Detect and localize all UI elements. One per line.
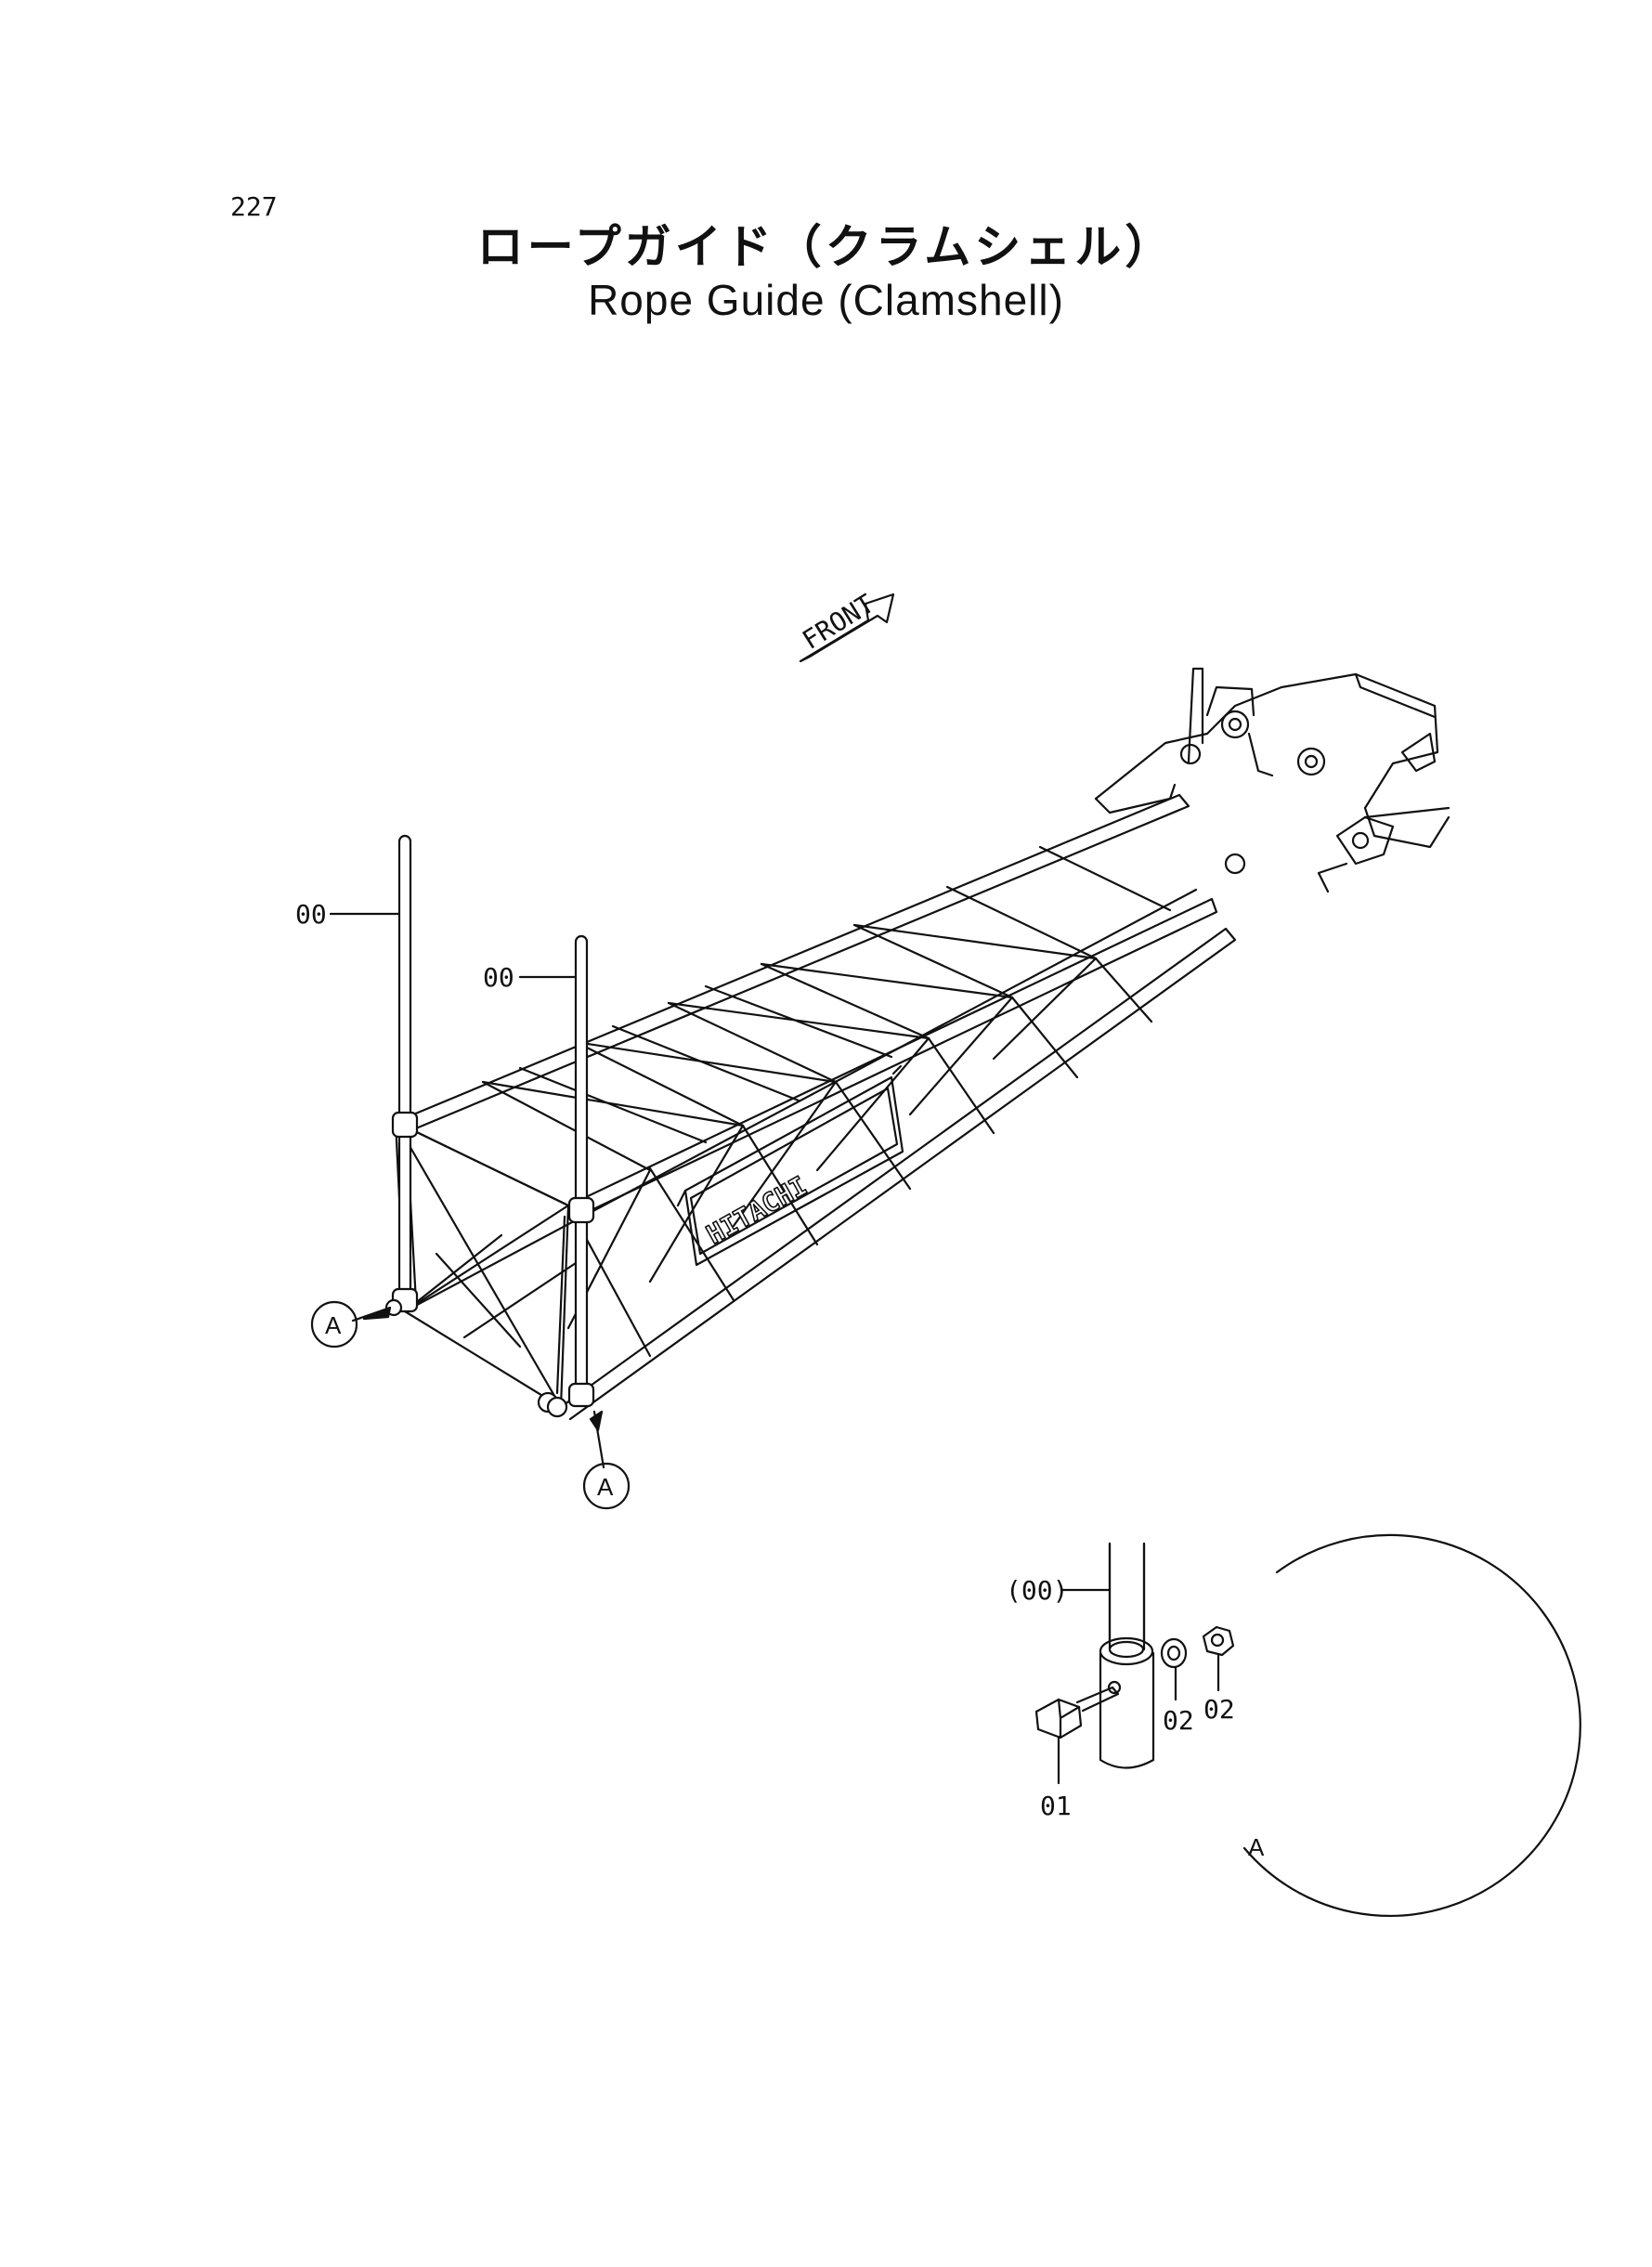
boom-foot bbox=[1094, 667, 1450, 893]
detail-washer-label: 02 bbox=[1163, 1705, 1194, 1736]
detail-a bbox=[1034, 1533, 1581, 1918]
front-arrow: FRONT bbox=[797, 588, 895, 663]
detail-ref-left: A bbox=[325, 1311, 342, 1339]
page-title-english: Rope Guide (Clamshell) bbox=[588, 276, 1064, 324]
detail-ref-circle-right bbox=[582, 1462, 631, 1510]
detail-label: A bbox=[1248, 1833, 1265, 1861]
rope-guide-right bbox=[537, 934, 595, 1418]
hitachi-nameplate: HITACHI bbox=[676, 1064, 904, 1267]
page-title-japanese: ロープガイド（クラムシェル） bbox=[476, 220, 1176, 274]
callout-rope-guide-left: 00 bbox=[295, 899, 327, 930]
page-number: 227 bbox=[230, 191, 278, 222]
detail-rope-guide-ref: (00) bbox=[1006, 1575, 1068, 1606]
detail-nut-label: 02 bbox=[1203, 1694, 1235, 1725]
detail-ref-circle-left bbox=[310, 1300, 358, 1348]
detail-bolt-label: 01 bbox=[1040, 1791, 1072, 1821]
rope-guide-left bbox=[384, 834, 419, 1317]
detail-ref-right: A bbox=[597, 1473, 614, 1501]
boom-lattice bbox=[394, 793, 1237, 1421]
callout-rope-guide-right: 00 bbox=[483, 962, 514, 993]
